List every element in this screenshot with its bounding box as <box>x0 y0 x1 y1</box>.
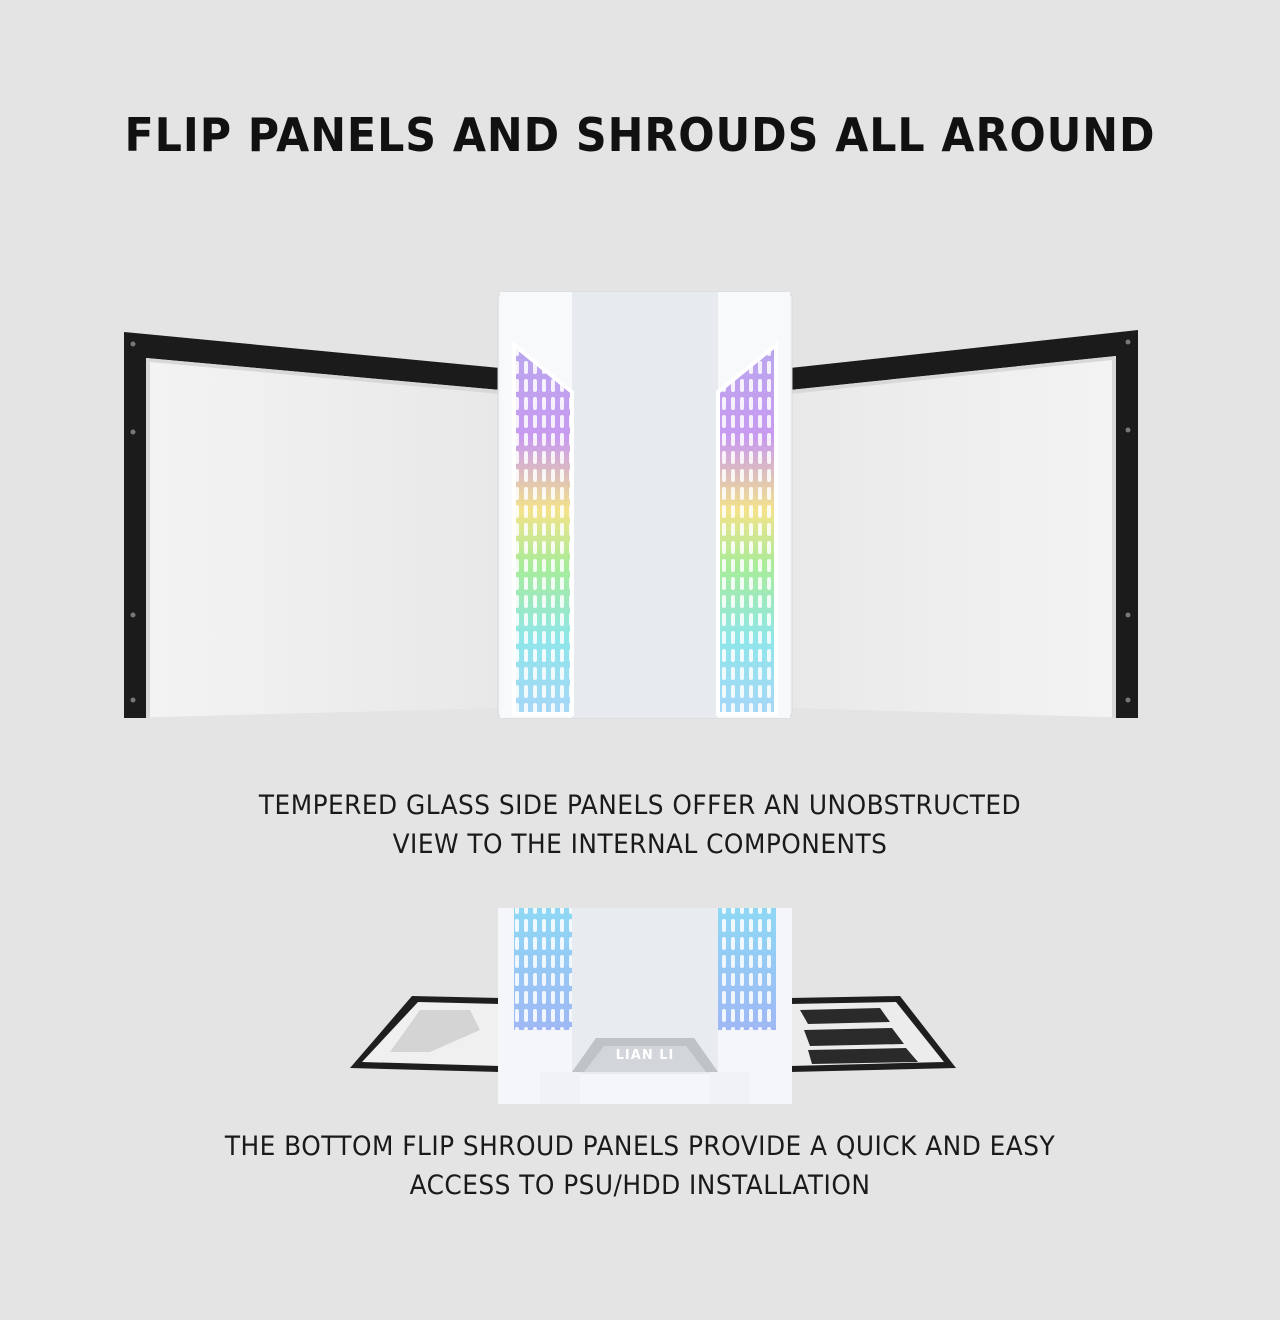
case-bottom-shroud-image: LIAN LI <box>0 900 1280 1110</box>
right-rgb-mesh-lower <box>718 908 776 1030</box>
glass-caption-line-1: TEMPERED GLASS SIDE PANELS OFFER AN UNOB… <box>258 790 1022 821</box>
right-shroud-panel <box>790 996 956 1072</box>
left-rgb-mesh <box>512 340 574 716</box>
left-rgb-mesh-lower <box>514 908 572 1030</box>
glass-caption-line-2: VIEW TO THE INTERNAL COMPONENTS <box>392 829 888 860</box>
page-headline: FLIP PANELS AND SHROUDS ALL AROUND <box>124 108 1156 162</box>
shroud-caption-line-1: THE BOTTOM FLIP SHROUD PANELS PROVIDE A … <box>224 1131 1056 1162</box>
case-open-glass-panels-image <box>0 280 1280 730</box>
left-glass-panel <box>124 332 500 718</box>
shroud-caption-line-2: ACCESS TO PSU/HDD INSTALLATION <box>409 1170 871 1201</box>
glass-panel-caption: TEMPERED GLASS SIDE PANELS OFFER AN UNOB… <box>51 786 1229 864</box>
right-rgb-mesh <box>716 340 778 716</box>
case-front-panel <box>497 291 793 719</box>
case-base: LIAN LI <box>498 908 792 1104</box>
lian-li-logo: LIAN LI <box>616 1048 675 1063</box>
right-glass-panel <box>790 330 1138 718</box>
shroud-panel-caption: THE BOTTOM FLIP SHROUD PANELS PROVIDE A … <box>51 1127 1229 1205</box>
left-shroud-panel <box>350 996 500 1072</box>
